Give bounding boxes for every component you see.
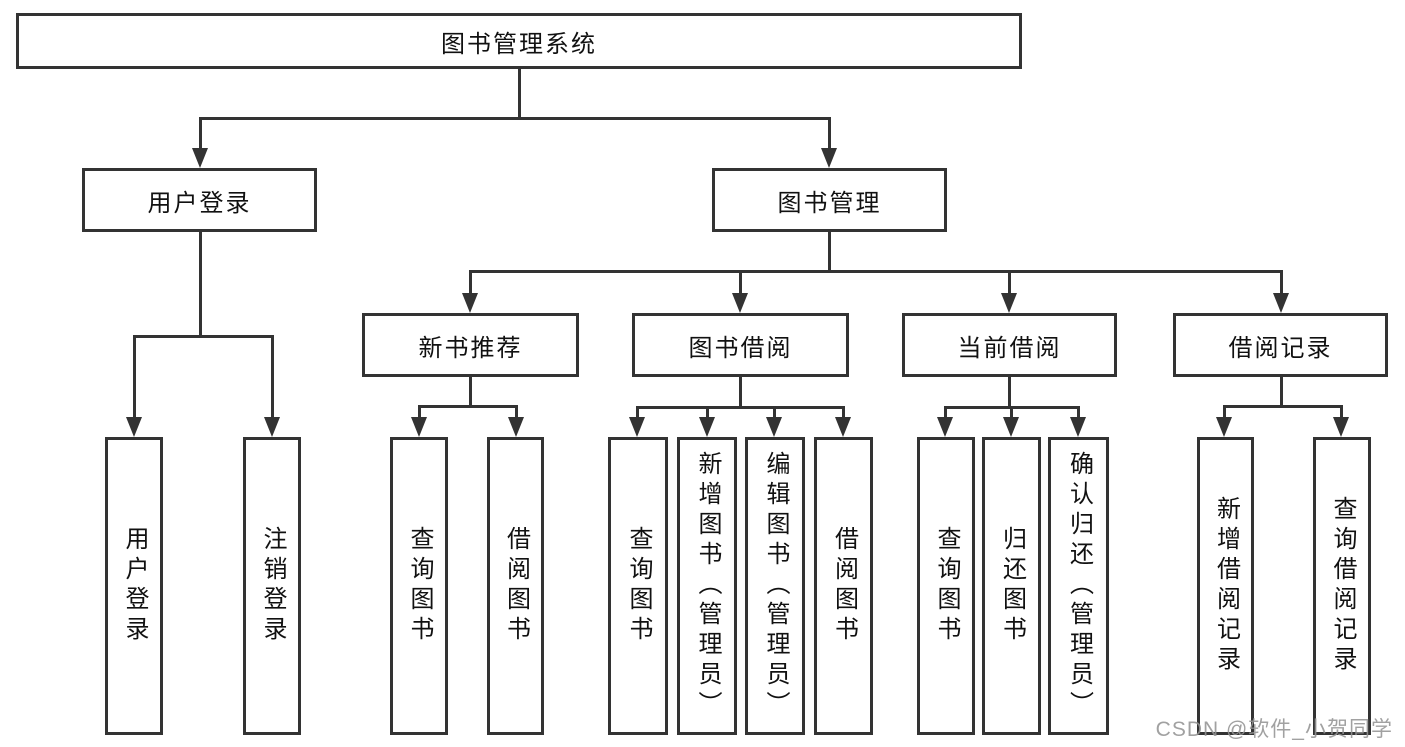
node-label: 借阅图书 [830, 526, 858, 646]
node-library-management-system: 图书管理系统 [16, 13, 1022, 69]
connector-line [133, 335, 274, 338]
connector-line [1280, 376, 1283, 407]
leaf-query-books-borrowing: 查询图书 [608, 437, 668, 735]
node-label: 查询借阅记录 [1329, 496, 1356, 676]
leaf-add-book-admin: 新增图书（管理员） [677, 437, 737, 735]
leaf-borrow-books-borrowing: 借阅图书 [814, 437, 873, 735]
node-label: 借阅记录 [1228, 334, 1333, 362]
connector-line [418, 405, 421, 419]
connector-line [706, 406, 709, 419]
connector-line [418, 405, 518, 408]
arrow-down-icon [126, 417, 142, 437]
connector-line [515, 405, 518, 419]
arrow-down-icon [732, 293, 748, 313]
leaf-add-borrow-record: 新增借阅记录 [1197, 437, 1254, 735]
arrow-down-icon [699, 417, 715, 437]
node-new-book-recommendation: 新书推荐 [362, 313, 579, 377]
connector-line [739, 376, 742, 409]
connector-line [944, 406, 947, 419]
connector-line [469, 270, 472, 295]
connector-line [518, 68, 521, 118]
leaf-logout: 注销登录 [243, 437, 301, 735]
node-label: 图书管理 [777, 189, 882, 217]
arrow-down-icon [1003, 417, 1019, 437]
connector-line [842, 406, 845, 419]
connector-line [1077, 406, 1080, 419]
connector-line [1008, 270, 1011, 295]
leaf-query-borrow-record: 查询借阅记录 [1313, 437, 1371, 735]
leaf-edit-book-admin: 编辑图书（管理员） [745, 437, 805, 735]
node-label: 用户登录 [121, 526, 148, 646]
connector-line [636, 406, 845, 409]
connector-line [1223, 405, 1226, 419]
leaf-query-books-recommend: 查询图书 [390, 437, 448, 735]
node-label: 新书推荐 [418, 334, 523, 362]
arrow-down-icon [192, 148, 208, 168]
connector-line [133, 335, 136, 418]
leaf-return-books: 归还图书 [982, 437, 1041, 735]
node-label: 确认归还（管理员） [1065, 451, 1093, 721]
node-label: 查询图书 [406, 526, 433, 646]
node-user-login: 用户登录 [82, 168, 317, 232]
node-label: 图书管理系统 [441, 30, 597, 58]
connector-line [199, 117, 202, 149]
node-label: 新增图书（管理员） [694, 451, 721, 721]
node-label: 图书借阅 [688, 334, 793, 362]
node-book-borrowing: 图书借阅 [632, 313, 849, 377]
leaf-borrow-books-recommend: 借阅图书 [487, 437, 544, 735]
leaf-query-books-current: 查询图书 [917, 437, 975, 735]
connector-line [636, 406, 639, 419]
arrow-down-icon [821, 148, 837, 168]
connector-line [828, 231, 831, 273]
node-label: 查询图书 [625, 526, 652, 646]
connector-line [1280, 270, 1283, 295]
connector-line [469, 376, 472, 408]
connector-line [199, 117, 831, 120]
node-label: 当前借阅 [957, 334, 1062, 362]
arrow-down-icon [462, 293, 478, 313]
csdn-watermark: CSDN @软件_小贺同学 [1155, 718, 1393, 741]
leaf-user-login: 用户登录 [105, 437, 163, 735]
arrow-down-icon [766, 417, 782, 437]
arrow-down-icon [937, 417, 953, 437]
node-label: 查询图书 [933, 526, 960, 646]
arrow-down-icon [1001, 293, 1017, 313]
arrow-down-icon [1333, 417, 1349, 437]
arrow-down-icon [629, 417, 645, 437]
connector-line [739, 270, 742, 295]
node-book-management: 图书管理 [712, 168, 947, 232]
connector-line [773, 406, 776, 419]
connector-line [1340, 405, 1343, 419]
arrow-down-icon [1273, 293, 1289, 313]
arrow-down-icon [411, 417, 427, 437]
connector-line [199, 231, 202, 338]
arrow-down-icon [508, 417, 524, 437]
node-label: 新增借阅记录 [1212, 496, 1240, 676]
connector-line [271, 335, 274, 418]
node-current-borrowing: 当前借阅 [902, 313, 1117, 377]
connector-line [828, 117, 831, 149]
node-label: 借阅图书 [502, 526, 530, 646]
arrow-down-icon [264, 417, 280, 437]
node-borrowing-records: 借阅记录 [1173, 313, 1388, 377]
node-label: 编辑图书（管理员） [762, 451, 789, 721]
connector-line [1010, 406, 1013, 419]
arrow-down-icon [835, 417, 851, 437]
leaf-confirm-return-admin: 确认归还（管理员） [1048, 437, 1109, 735]
node-label: 用户登录 [147, 189, 252, 217]
node-label: 归还图书 [998, 526, 1026, 646]
connector-line [1008, 376, 1011, 409]
connector-line [469, 270, 1283, 273]
node-label: 注销登录 [259, 526, 286, 646]
connector-line [1223, 405, 1343, 408]
arrow-down-icon [1070, 417, 1086, 437]
arrow-down-icon [1216, 417, 1232, 437]
